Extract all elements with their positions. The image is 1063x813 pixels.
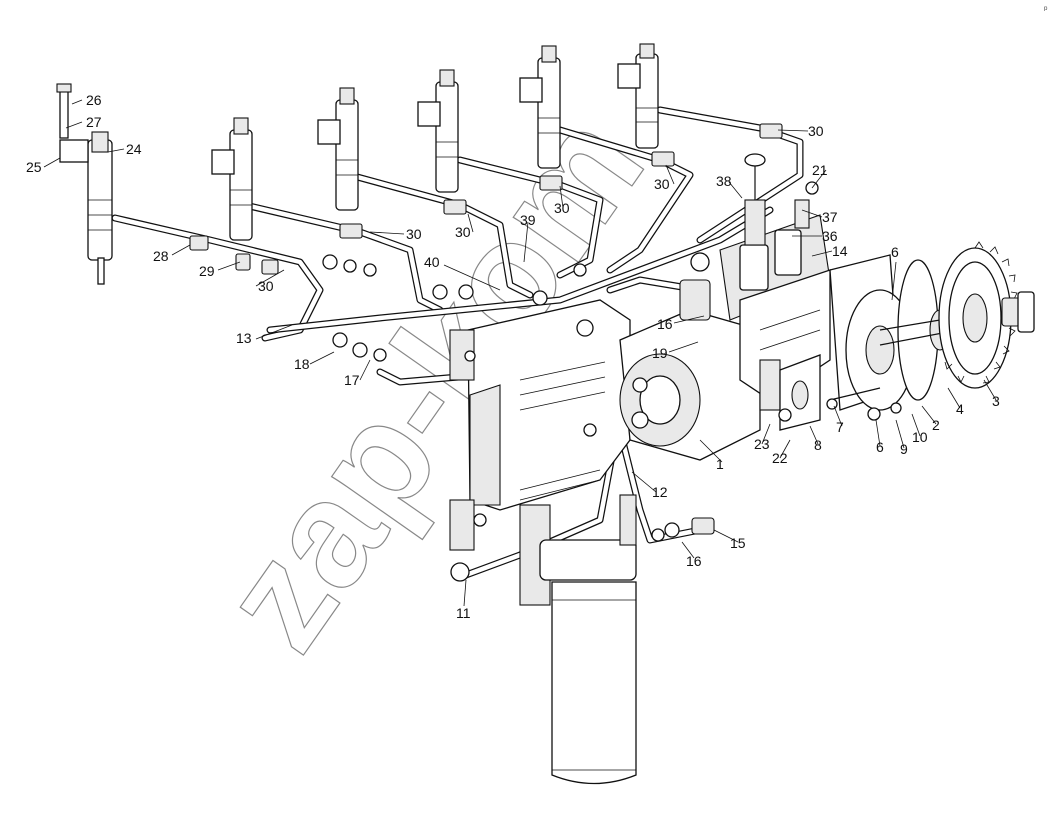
callout-leader-c-12: [631, 471, 657, 493]
callout-c-30b: 30: [406, 226, 422, 242]
callout-c-12: 12: [652, 484, 668, 500]
injector-3: [317, 87, 359, 211]
callout-c-37: 37: [822, 209, 838, 225]
callout-leader-c-22: [779, 439, 791, 459]
callout-c-22: 22: [772, 450, 788, 466]
callout-leader-c-39: [523, 221, 529, 263]
callout-c-39: 39: [520, 212, 536, 228]
callout-leader-c-6b: [875, 419, 881, 447]
callout-c-16b: 16: [686, 553, 702, 569]
callout-leader-c-19: [668, 341, 699, 353]
callout-c-13: 13: [236, 330, 252, 346]
callout-c-30d: 30: [554, 200, 570, 216]
callout-leader-c-14: [811, 250, 833, 257]
callout-leader-c-30a: [255, 269, 285, 287]
callout-c-27: 27: [86, 114, 102, 130]
callout-leader-c-25: [43, 157, 61, 168]
callout-leader-c-24: [107, 148, 125, 153]
callout-leader-c-28: [171, 244, 191, 256]
callout-leader-c-30b: [369, 231, 405, 235]
callout-leader-c-6a: [891, 261, 897, 301]
line-fittings: [189, 123, 783, 362]
callout-leader-c-27: [65, 121, 83, 129]
callout-c-36: 36: [822, 228, 838, 244]
callout-leader-c-40: [443, 264, 501, 291]
callout-c-30a: 30: [258, 278, 274, 294]
callout-c-30e: 30: [654, 176, 670, 192]
callout-leader-c-23: [761, 423, 771, 445]
control-unit: [449, 299, 631, 551]
fuel-filter: [450, 494, 715, 785]
callout-leader-c-11: [463, 579, 467, 607]
callout-leader-c-17: [359, 359, 371, 381]
callout-leader-c-29: [217, 261, 241, 271]
callout-c-9: 9: [900, 441, 908, 457]
callout-leader-c-3: [983, 379, 997, 401]
callout-c-6a: 6: [891, 244, 899, 260]
callout-c-40: 40: [424, 254, 440, 270]
callout-c-7: 7: [836, 419, 844, 435]
callout-c-17: 17: [344, 372, 360, 388]
callout-c-16a: 16: [657, 316, 673, 332]
callout-leader-c-2: [921, 405, 937, 425]
injector-6: [617, 43, 659, 149]
callout-c-18: 18: [294, 356, 310, 372]
callout-c-21: 21: [812, 162, 828, 178]
high-pressure-lines: [111, 106, 804, 579]
callout-c-15: 15: [730, 535, 746, 551]
callout-leader-c-4: [947, 387, 961, 409]
callout-c-28: 28: [153, 248, 169, 264]
callout-c-6b: 6: [876, 439, 884, 455]
callout-c-11: 11: [456, 605, 471, 621]
injector-5: [519, 45, 561, 169]
callout-c-30f: 30: [808, 123, 824, 139]
callout-c-25: 25: [26, 159, 42, 175]
injector-1: [56, 83, 113, 285]
callout-c-26: 26: [86, 92, 102, 108]
callout-leader-c-30e: [665, 164, 675, 185]
callout-c-24: 24: [126, 141, 142, 157]
callout-leader-c-30d: [559, 185, 564, 209]
callout-leader-c-21: [811, 169, 827, 189]
callout-c-3: 3: [992, 393, 1000, 409]
callout-leader-c-9: [895, 419, 905, 449]
callout-c-23: 23: [754, 436, 770, 452]
callout-c-19: 19: [652, 345, 668, 361]
callout-leader-c-38: [728, 181, 743, 199]
callout-c-29: 29: [199, 263, 215, 279]
callout-leader-c-16b: [681, 541, 695, 559]
callout-leader-c-8: [809, 425, 819, 445]
callout-leader-c-15: [713, 529, 739, 543]
injector-2: [211, 117, 253, 241]
callout-leader-c-10: [911, 413, 921, 437]
callout-leader-c-30c: [467, 213, 474, 233]
callout-leader-c-37: [801, 209, 823, 218]
callout-c-2: 2: [932, 417, 940, 433]
callout-leader-c-1: [699, 439, 723, 463]
callout-c-10: 10: [912, 429, 928, 445]
callout-c-4: 4: [956, 401, 964, 417]
callout-leader-c-16a: [673, 315, 705, 324]
callout-c-14: 14: [832, 243, 848, 259]
callout-c-38: 38: [716, 173, 732, 189]
injector-4: [417, 69, 459, 193]
callout-leader-c-26: [71, 99, 83, 105]
callout-c-1: 1: [716, 456, 724, 472]
drive-gear-assembly: [826, 241, 1035, 421]
corner-mark: ᵖ: [1044, 4, 1048, 14]
callout-leader-c-7: [833, 405, 843, 427]
callout-leader-c-13: [255, 324, 293, 340]
callout-c-30c: 30: [455, 224, 471, 240]
high-pressure-pump: [619, 153, 831, 461]
callout-c-8: 8: [814, 437, 822, 453]
callout-leader-c-30f: [777, 129, 809, 132]
callout-leader-c-18: [309, 351, 335, 365]
